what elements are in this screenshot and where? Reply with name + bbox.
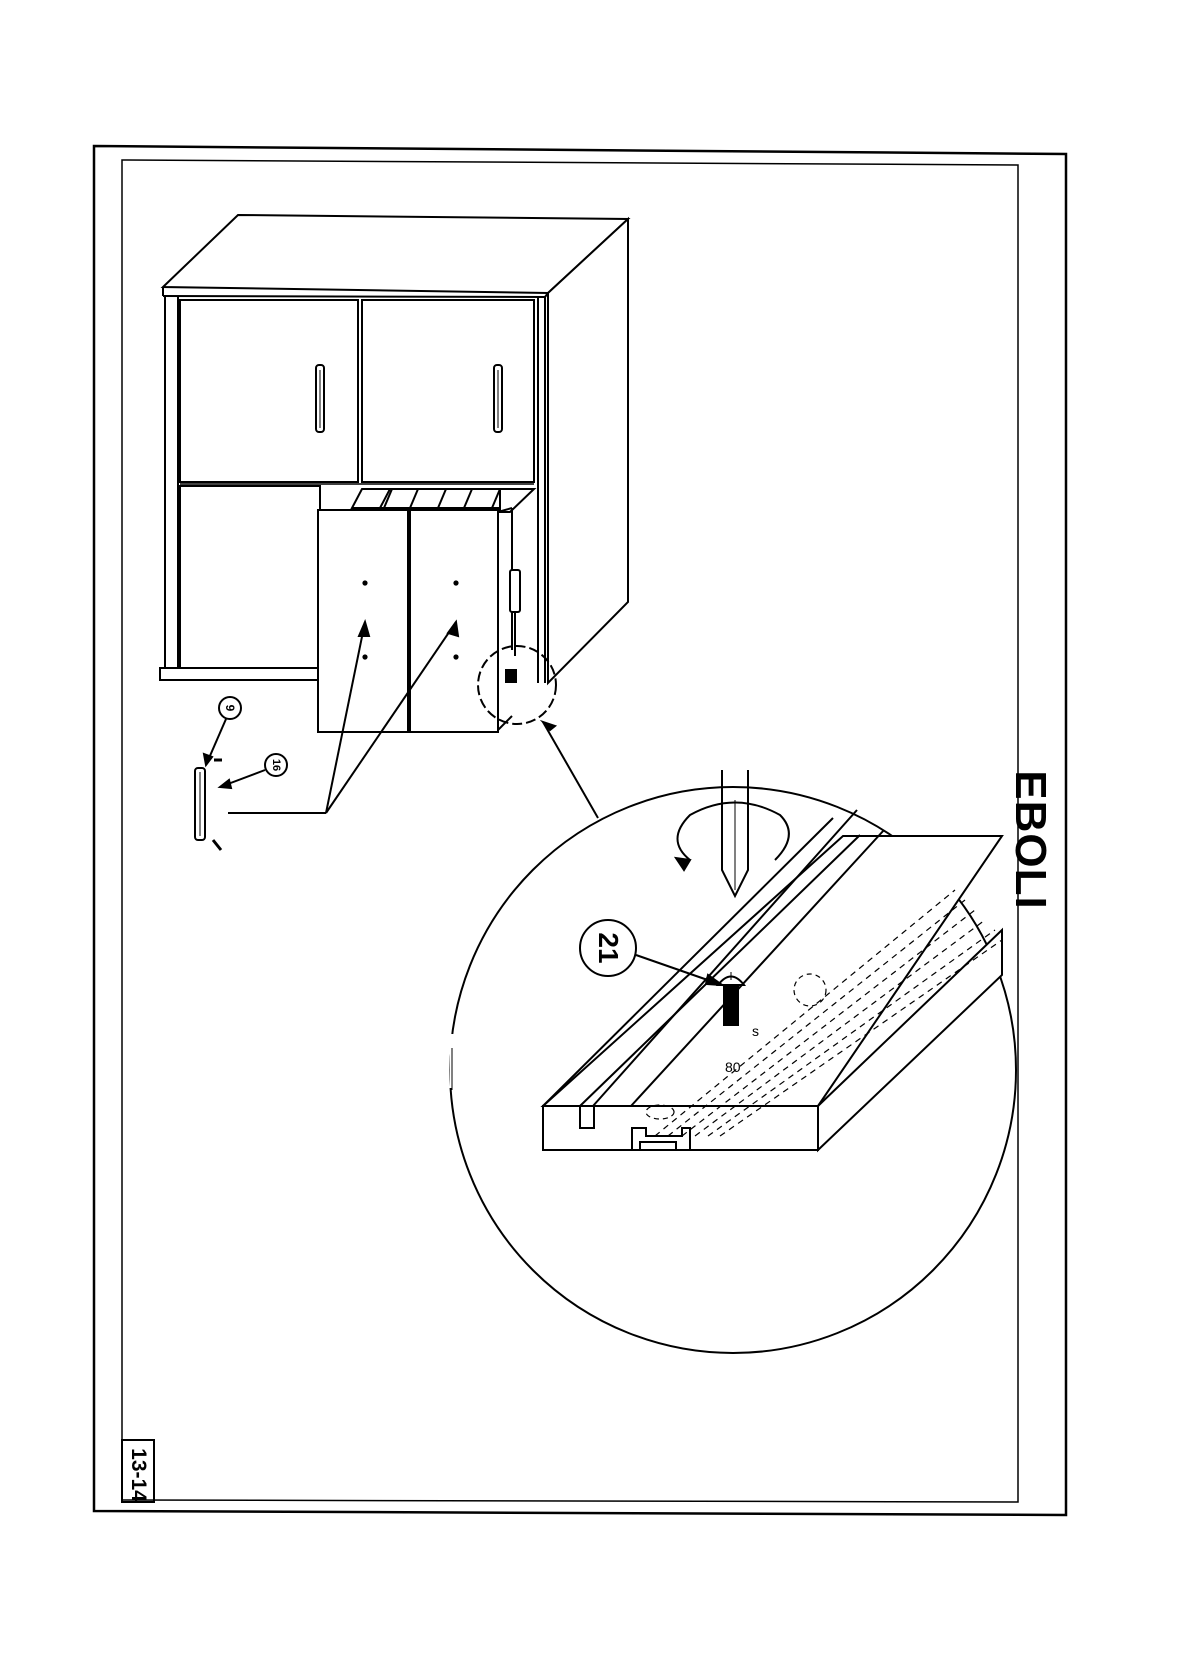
callout-9-label: 9 xyxy=(223,705,237,712)
svg-text:s: s xyxy=(752,1023,759,1039)
screw-21 xyxy=(724,985,738,1025)
callout-21-label: 21 xyxy=(592,932,624,963)
upper-left-door xyxy=(180,300,358,482)
page-number: 13-14 xyxy=(126,1448,150,1502)
arrow-marker xyxy=(506,670,516,682)
drawer-front-right xyxy=(410,510,498,732)
detail-zoom-view: 80 s xyxy=(450,770,1016,1353)
drawer-front-left xyxy=(318,510,408,732)
cabinet-drawing xyxy=(160,215,628,818)
upper-right-door xyxy=(362,300,534,482)
handle-part-drawing xyxy=(195,697,287,850)
svg-text:80: 80 xyxy=(725,1059,741,1075)
cabinet-side-panel xyxy=(548,219,628,683)
cabinet-top xyxy=(163,215,628,293)
page-title: EBOLI xyxy=(1005,770,1055,909)
callout-16-label: 16 xyxy=(270,759,282,771)
